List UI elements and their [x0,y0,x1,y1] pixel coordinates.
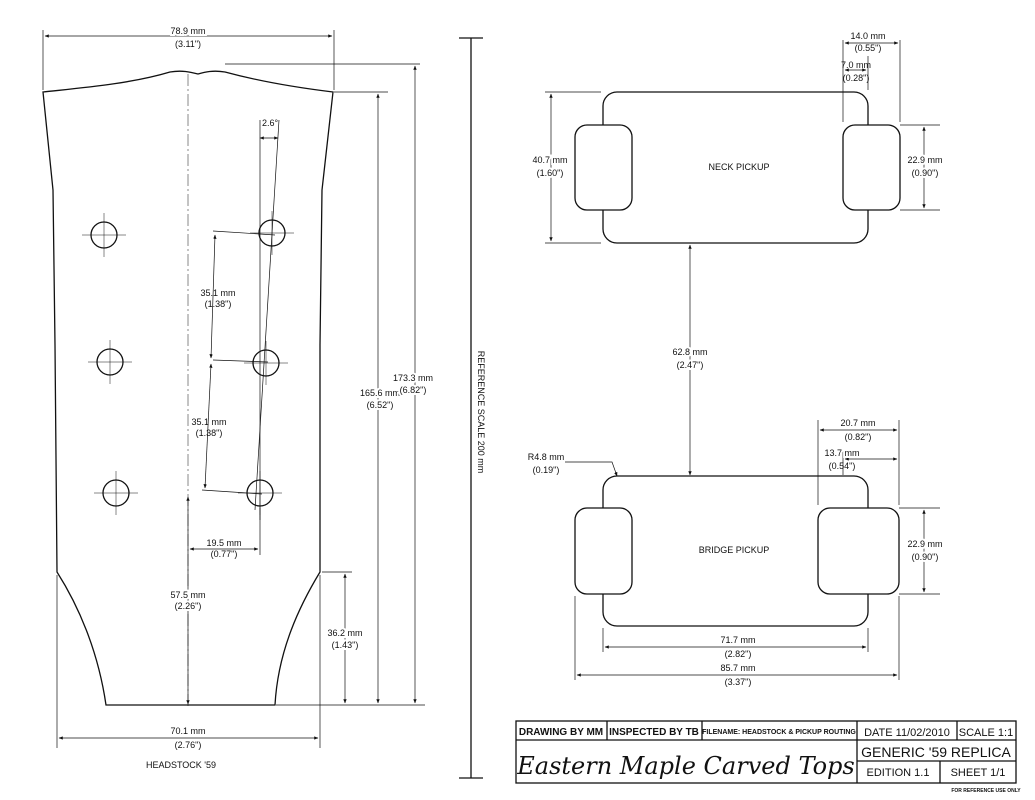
neck-ear-height-value: 22.9 mm [907,155,942,165]
nut-to-hole-value: 57.5 mm [170,590,205,600]
spacing-1-inch: (1.38") [205,299,232,309]
neck-ear-overlap-value: 7.0 mm [841,60,871,70]
title-block: DRAWING BY MM INSPECTED BY TB FILENAME: … [515,720,1021,794]
tuner-hole [88,340,132,384]
neck-ear-overlap-inch: (0.28") [843,73,870,83]
reference-scale: REFERENCE SCALE 200 mm [459,37,486,779]
neck-pickup-label: NECK PICKUP [708,162,769,172]
tuner-hole [94,471,138,515]
headstock-drawing: 2.6° 35.1 mm (1.38") 35.1 mm (1.38") 19.… [42,24,435,770]
tuner-hole [244,341,288,385]
top-width-inch: (3.11") [175,39,201,49]
headstock-outline [42,70,334,706]
neck-pickup-ear-right [842,124,901,211]
neck-pickup: NECK PICKUP 40.7 mm (1.60") 22.9 mm (0.9… [530,31,945,244]
tuner-hole [82,213,126,257]
bridge-total-width-inch: (3.37") [725,677,752,687]
headstock-label: HEADSTOCK '59 [146,760,216,770]
top-width-value: 78.9 mm [170,26,205,36]
company-name: Eastern Maple Carved Tops [516,752,854,780]
bottom-width-inch: (2.76") [175,740,202,750]
scale: SCALE 1:1 [959,727,1013,739]
project-name: GENERIC '59 REPLICA [861,744,1011,760]
spacing-2-inch: (1.38") [196,428,223,438]
offset-value: 19.5 mm [206,538,241,548]
bridge-radius-inch: (0.19") [533,465,560,475]
bridge-ear-width-value: 20.7 mm [840,418,875,428]
nut-to-hole-inch: (2.26") [175,601,202,611]
bridge-pickup-label: BRIDGE PICKUP [699,545,770,555]
bridge-ear-inner-inch: (0.54") [829,461,856,471]
bridge-pickup: BRIDGE PICKUP R4.8 mm (0.19") 20.7 mm (0… [528,418,945,687]
pickup-spacing: 62.8 mm (2.47") [670,244,710,476]
bridge-radius-value: R4.8 mm [528,452,565,462]
bridge-body-width-value: 71.7 mm [720,635,755,645]
pickup-spacing-value: 62.8 mm [672,347,707,357]
bridge-pickup-ear-left [574,507,633,595]
spacing-1-value: 35.1 mm [200,288,235,298]
offset-inch: (0.77") [211,549,238,559]
pickup-spacing-inch: (2.47") [677,360,704,370]
len-inner-value: 165.6 mm [360,388,400,398]
bottom-width-value: 70.1 mm [170,726,205,736]
taper-len-inch: (1.43") [332,640,359,650]
neck-pickup-ear-left [574,124,633,211]
len-inner-inch: (6.52") [367,400,394,410]
filename: FILENAME: HEADSTOCK & PICKUP ROUTING [702,729,856,736]
neck-ear-width-inch: (0.55") [855,43,882,53]
bridge-body-width-inch: (2.82") [725,649,752,659]
reference-scale-label: REFERENCE SCALE 200 mm [476,351,486,474]
inspected-by: INSPECTED BY TB [609,727,699,738]
neck-height-value: 40.7 mm [532,155,567,165]
neck-ear-height-inch: (0.90") [912,168,939,178]
date: DATE 11/02/2010 [864,727,950,739]
spacing-2-value: 35.1 mm [191,417,226,427]
angle-label: 2.6° [262,118,279,128]
bridge-pickup-ear-right [817,507,900,595]
bridge-ear-height-value: 22.9 mm [907,539,942,549]
bridge-ear-height-inch: (0.90") [912,552,939,562]
edition: EDITION 1.1 [867,767,930,779]
taper-len-value: 36.2 mm [327,628,362,638]
bridge-ear-inner-value: 13.7 mm [824,448,859,458]
neck-height-inch: (1.60") [537,168,564,178]
reference-note: FOR REFERENCE USE ONLY [951,788,1021,794]
neck-ear-width-value: 14.0 mm [850,31,885,41]
sheet: SHEET 1/1 [951,767,1006,779]
bridge-ear-width-inch: (0.82") [845,432,872,442]
drawn-by: DRAWING BY MM [519,727,603,738]
len-outer-inch: (6.82") [400,385,427,395]
len-outer-value: 173.3 mm [393,373,433,383]
bridge-total-width-value: 85.7 mm [720,663,755,673]
